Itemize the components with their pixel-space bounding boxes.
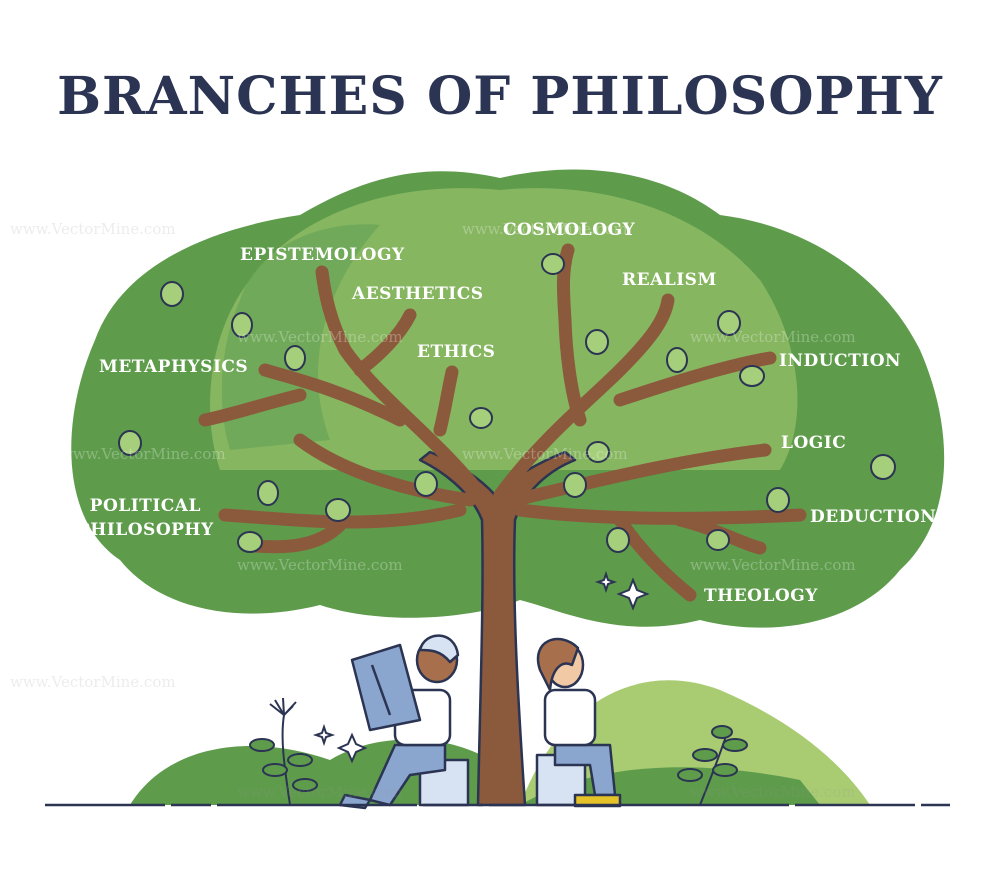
label-ethics: ETHICS [417, 342, 496, 362]
watermark: www.VectorMine.com [690, 328, 856, 346]
label-theology: THEOLOGY [704, 586, 818, 606]
label-political-philosophy: POLITICAL PHILOSOPHY [77, 496, 214, 540]
label-cosmology: COSMOLOGY [503, 220, 636, 240]
plant-right [677, 725, 748, 806]
plant-left [249, 697, 318, 806]
watermark: www.VectorMine.com [690, 556, 856, 574]
reading-person [338, 634, 470, 810]
thinking-person [535, 637, 622, 808]
label-realism: REALISM [622, 270, 717, 290]
label-deduction: DEDUCTION [810, 507, 937, 527]
tree-branches [198, 243, 807, 602]
canopy-highlight-left [221, 224, 380, 450]
watermark: www.VectorMine.com [237, 556, 403, 574]
watermark: www.VectorMine.com [237, 783, 403, 801]
label-induction: INDUCTION [779, 351, 902, 371]
watermark: www.VectorMine.com [10, 673, 176, 691]
watermark: www.VectorMine.com [10, 220, 176, 238]
watermark: www.VectorMine.com [690, 783, 856, 801]
watermark: www.VectorMine.com [237, 328, 403, 346]
page-title: BRANCHES OF PHILOSOPHY [57, 66, 943, 127]
label-logic: LOGIC [781, 433, 847, 453]
sparkle-icons [312, 570, 650, 764]
watermark: www.VectorMine.com [462, 220, 628, 238]
watermark: www.VectorMine.com [462, 445, 628, 463]
label-epistemology: EPISTEMOLOGY [240, 245, 405, 265]
tree-leaves [118, 253, 896, 553]
label-metaphysics: METAPHYSICS [99, 357, 249, 377]
label-aesthetics: AESTHETICS [352, 284, 484, 304]
watermark: www.VectorMine.com [60, 445, 226, 463]
